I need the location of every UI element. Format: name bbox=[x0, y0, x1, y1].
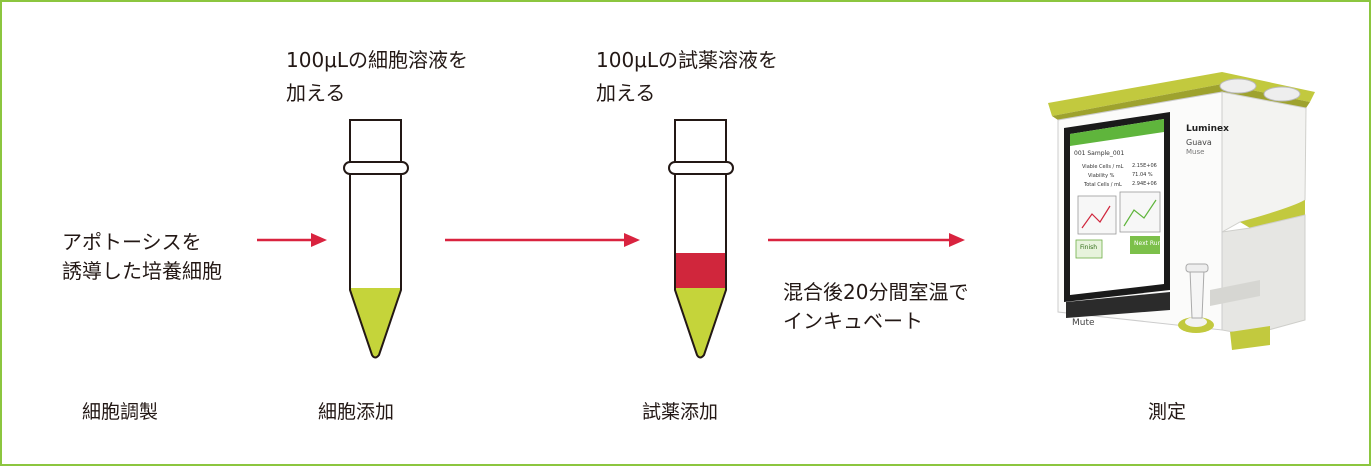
panel-mute-label: Mute bbox=[1072, 318, 1095, 328]
input-cells-line1: アポトーシスを bbox=[62, 230, 202, 254]
instrument-brand-label: Luminex bbox=[1186, 124, 1229, 134]
screen-total-value: 2.94E+06 bbox=[1132, 181, 1157, 187]
screen-finish-button: Finish bbox=[1080, 244, 1098, 251]
tube-reagent-add bbox=[668, 119, 734, 359]
incubate-note-line1: 混合後20分間室温で bbox=[783, 280, 969, 304]
arrow-to-measure bbox=[768, 233, 965, 247]
incubate-note-line2: インキュベート bbox=[783, 309, 923, 333]
tube-cell-add bbox=[343, 119, 409, 359]
caption-cell-add: 細胞添加 bbox=[318, 401, 395, 423]
cell-solution-liquid bbox=[350, 288, 401, 358]
screen-sample-label: 001 Sample_001 bbox=[1074, 150, 1125, 157]
cell-analyzer-instrument bbox=[1048, 72, 1315, 350]
reagent-add-note-line1: 100μLの試薬溶液を bbox=[596, 48, 779, 72]
screen-viability-value: 71.04 % bbox=[1132, 172, 1153, 178]
cell-solution-liquid bbox=[675, 288, 726, 358]
reagent-add-note-line2: 加える bbox=[596, 81, 656, 105]
reagent-liquid bbox=[675, 253, 727, 288]
screen-total-label: Total Cells / mL bbox=[1084, 182, 1122, 188]
caption-reagent-add: 試薬添加 bbox=[642, 401, 719, 423]
cell-add-note-line1: 100μLの細胞溶液を bbox=[286, 48, 469, 72]
instrument-model-label: Guava bbox=[1186, 138, 1212, 147]
screen-viable-label: Viable Cells / mL bbox=[1082, 164, 1124, 170]
arrow-to-reagent-add bbox=[445, 233, 640, 247]
cell-add-note-line2: 加える bbox=[286, 81, 346, 105]
arrow-to-cell-add bbox=[257, 233, 327, 247]
screen-next-run-button: Next Run bbox=[1134, 240, 1162, 247]
input-cells-line2: 誘導した培養細胞 bbox=[62, 259, 222, 283]
screen-viable-value: 2.15E+06 bbox=[1132, 163, 1157, 169]
caption-measure: 測定 bbox=[1148, 401, 1187, 423]
caption-prep: 細胞調製 bbox=[82, 401, 159, 423]
screen-viability-label: Viability % bbox=[1088, 173, 1115, 179]
instrument-model-sub-label: Muse bbox=[1186, 148, 1205, 156]
